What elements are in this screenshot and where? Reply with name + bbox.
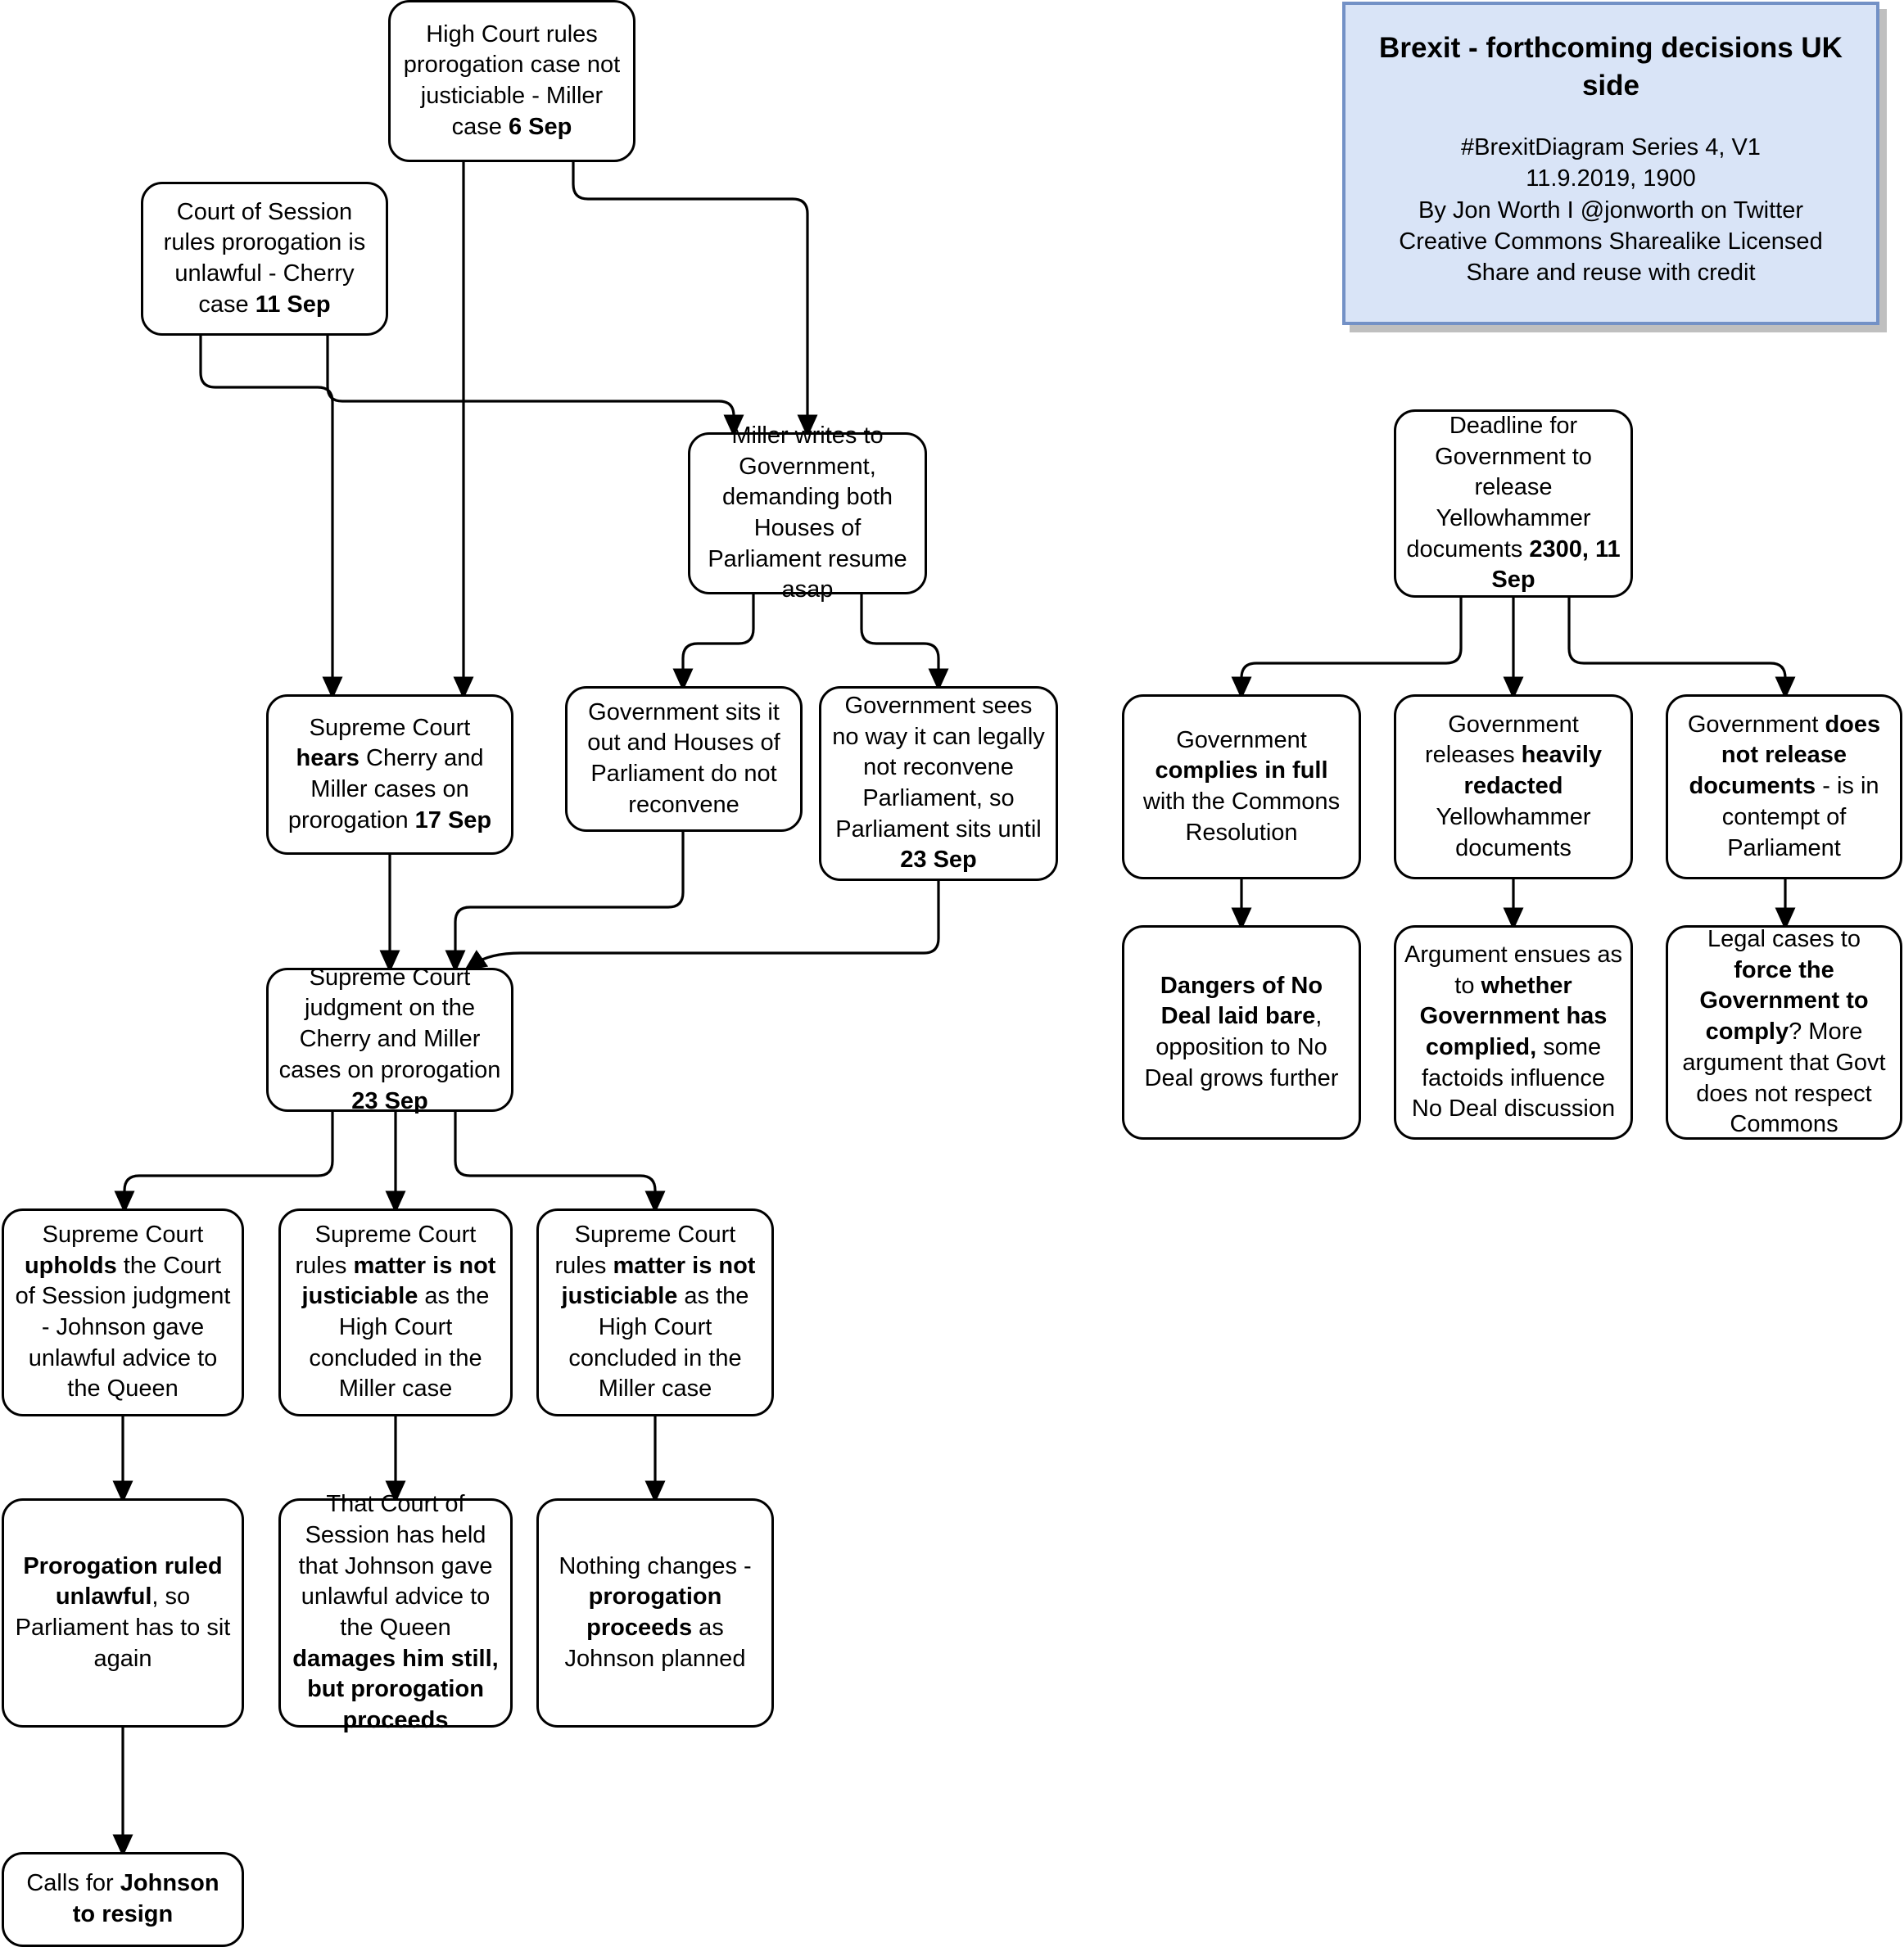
title-card: Brexit - forthcoming decisions UK side #…: [1342, 2, 1879, 325]
meta-line-license: Creative Commons Sharealike Licensed: [1399, 228, 1823, 255]
edge-govtnoway-to-scjudgment: [464, 881, 940, 972]
node-deadline-yellowhammer[interactable]: Deadline for Government to release Yello…: [1394, 409, 1633, 598]
node-not-justiciable-a[interactable]: Supreme Court rules matter is not justic…: [278, 1208, 513, 1416]
node-prorogation-ruled-unlawful[interactable]: Prorogation ruled unlawful, so Parliamen…: [2, 1498, 244, 1728]
node-calls-for-johnson-to-resign[interactable]: Calls for Johnson to resign: [2, 1852, 244, 1947]
edge-millerwrites-to-govtsitsout: [672, 594, 755, 692]
node-does-not-release-documents[interactable]: Government does not release documents - …: [1666, 694, 1902, 879]
node-government-sits-it-out[interactable]: Government sits it out and Houses of Par…: [565, 686, 803, 832]
edge-scjudgment-to-scupholds: [114, 1112, 334, 1214]
node-dangers-of-no-deal[interactable]: Dangers of No Deal laid bare, opposition…: [1122, 925, 1361, 1140]
node-legal-cases-to-force[interactable]: Legal cases to force the Government to c…: [1666, 925, 1902, 1140]
edge-courtsession-to-schears: [199, 336, 343, 700]
node-heavily-redacted[interactable]: Government releases heavily redacted Yel…: [1394, 694, 1633, 879]
node-court-of-session[interactable]: Court of Session rules prorogation is un…: [141, 182, 388, 336]
page-title: Brexit - forthcoming decisions UK side: [1379, 32, 1843, 102]
edge-courtsession-to-millerwrites: [326, 336, 744, 438]
node-supreme-court-hears[interactable]: Supreme Court hears Cherry and Miller ca…: [266, 694, 513, 855]
node-court-of-session-has-held[interactable]: That Court of Session has held that John…: [278, 1491, 513, 1733]
node-miller-writes-to-government[interactable]: Miller writes to Government, demanding b…: [688, 422, 927, 603]
node-high-court[interactable]: High Court rules prorogation case not ju…: [388, 0, 635, 162]
node-nothing-changes[interactable]: Nothing changes - prorogation proceeds a…: [536, 1498, 774, 1728]
node-government-complies-in-full[interactable]: Government complies in full with the Com…: [1122, 694, 1361, 879]
meta-line-share: Share and reuse with credit: [1466, 260, 1756, 287]
node-government-sees-no-way[interactable]: Government sees no way it can legally no…: [819, 686, 1058, 881]
title-card-meta: #BrexitDiagram Series 4, V1 11.9.2019, 1…: [1399, 132, 1822, 288]
edge-deadline-to-notrelease: [1567, 598, 1796, 700]
edge-highcourt-to-millerwrites: [572, 162, 818, 438]
node-argument-ensues[interactable]: Argument ensues as to whether Government…: [1394, 925, 1633, 1140]
node-supreme-court-judgment[interactable]: Supreme Court judgment on the Cherry and…: [266, 964, 513, 1114]
node-supreme-court-upholds[interactable]: Supreme Court upholds the Court of Sessi…: [2, 1208, 244, 1416]
edge-millerwrites-to-govtnoway: [860, 594, 949, 692]
edge-deadline-to-compliesfull: [1231, 598, 1463, 700]
edge-scjudgment-to-scnotjustb: [454, 1112, 666, 1214]
meta-line-series: #BrexitDiagram Series 4, V1: [1461, 134, 1761, 160]
node-not-justiciable-b[interactable]: Supreme Court rules matter is not justic…: [536, 1208, 774, 1416]
meta-line-date: 11.9.2019, 1900: [1526, 165, 1696, 192]
meta-line-author: By Jon Worth I @jonworth on Twitter: [1418, 197, 1803, 224]
